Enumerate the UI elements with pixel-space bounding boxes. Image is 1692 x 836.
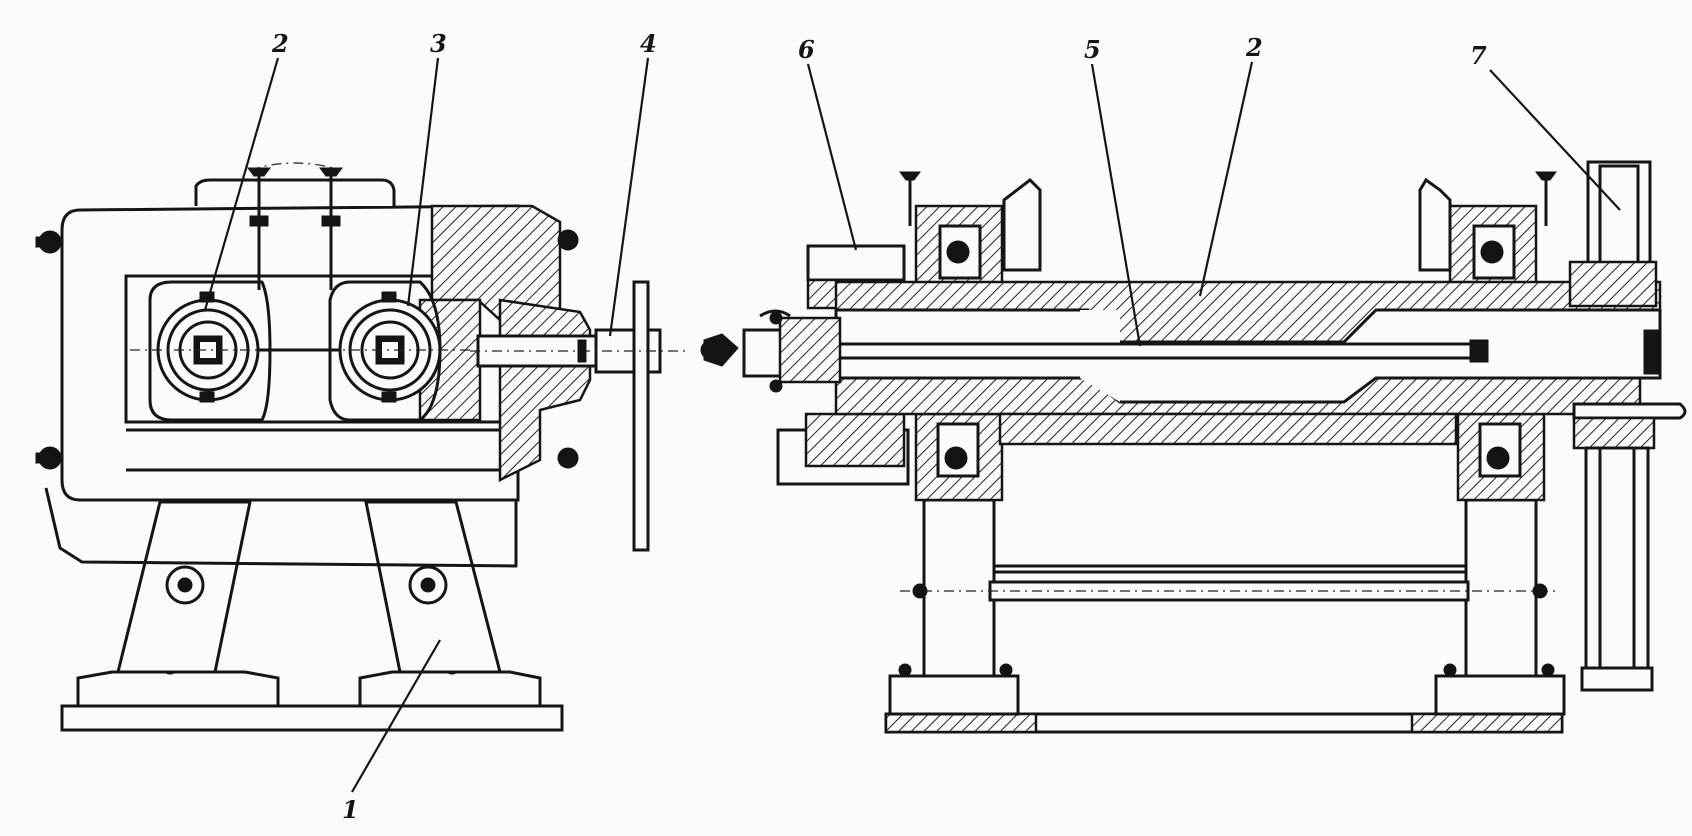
callout-left-3: 3 — [430, 29, 447, 58]
leader-left-1 — [351, 639, 441, 793]
lower-frame — [992, 448, 1468, 574]
mandrel-rod — [746, 342, 1476, 360]
left-base-plate — [60, 704, 564, 732]
handwheel-shaft — [470, 280, 690, 552]
cylinder-7 — [1568, 160, 1658, 308]
callout-right-5: 5 — [1084, 35, 1101, 64]
callout-left-4: 4 — [640, 29, 657, 58]
callout-left-2: 2 — [271, 29, 289, 58]
right-foot-left — [888, 674, 1020, 716]
callout-right-2: 2 — [1245, 33, 1263, 62]
bearing-bottom-left — [914, 412, 1004, 502]
left-end-view — [35, 162, 690, 732]
column-left — [922, 498, 996, 678]
roller-left — [148, 280, 272, 422]
callout-right-7: 7 — [1470, 41, 1487, 70]
leader-left-4 — [608, 57, 650, 337]
tube-bottom-band — [998, 412, 1458, 446]
top-screws — [247, 162, 343, 290]
left-foot-right — [358, 670, 542, 708]
bearing-bottom-right — [1456, 412, 1546, 502]
leader-right-6 — [806, 63, 858, 251]
leader-right-7 — [1489, 69, 1621, 211]
right-foot-right — [1434, 674, 1566, 716]
leader-left-3 — [406, 57, 440, 307]
leader-left-2 — [203, 57, 280, 311]
leader-right-2 — [1198, 61, 1254, 297]
left-top-cover — [194, 178, 396, 206]
block-6-top — [806, 244, 906, 282]
right-lower-assembly — [1572, 402, 1687, 692]
callout-left-1: 1 — [342, 795, 359, 824]
callout-labels: 2 3 4 1 6 5 2 7 — [271, 29, 1487, 824]
column-right — [1464, 498, 1538, 678]
left-foot-left — [76, 670, 280, 708]
leaders — [203, 57, 1621, 793]
right-section-view — [700, 160, 1687, 734]
leader-right-5 — [1090, 63, 1142, 347]
left-tray — [44, 487, 518, 568]
callout-right-6: 6 — [798, 35, 815, 64]
